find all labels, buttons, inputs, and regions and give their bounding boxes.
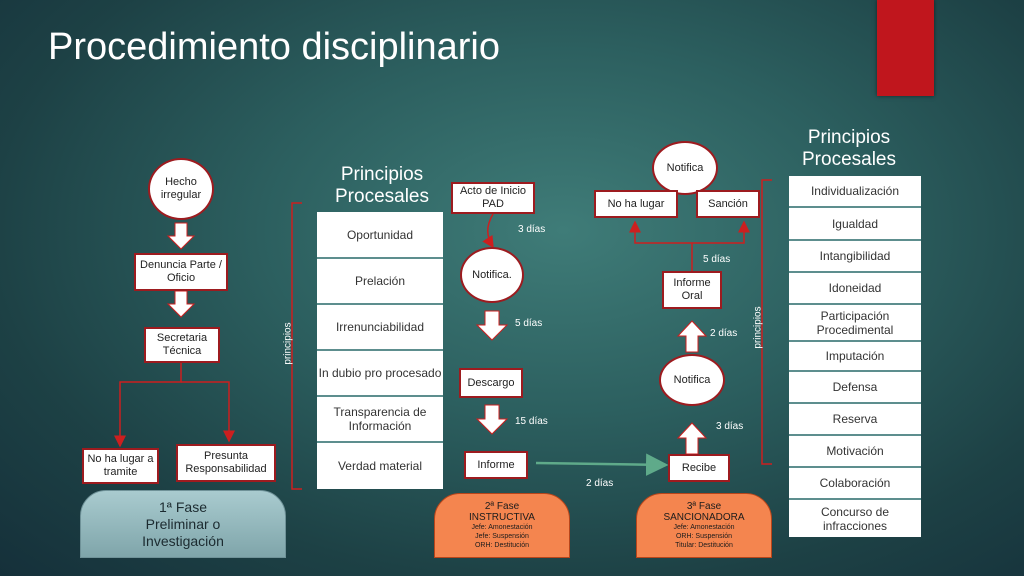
informe-node: Informe: [464, 451, 528, 479]
principio-left-item: Verdad material: [337, 459, 423, 473]
arrow-down-1: [166, 222, 196, 250]
dias-label: 3 días: [716, 421, 744, 432]
dias-label: 5 días: [515, 318, 543, 329]
phase-2-detail-2: Jefe: Suspensión: [475, 533, 529, 540]
recibe-node: Recibe: [668, 454, 730, 482]
phase-2-line1: 2ª Fase: [484, 501, 520, 512]
no-ha-lugar-node: No ha lugar: [594, 190, 678, 218]
principio-right-item: Motivación: [789, 436, 921, 468]
principio-right-item: Participación Procedimental: [789, 305, 921, 342]
no-ha-lugar-tramite-node: No ha lugar a tramite: [82, 448, 159, 484]
arrow-up-1: [676, 422, 708, 455]
principio-right-item: Concurso de infracciones: [820, 504, 890, 533]
arrow-up-2: [676, 320, 708, 353]
dias-label: 2 días: [586, 478, 614, 489]
principio-left-item: Irrenunciabilidad: [317, 305, 443, 351]
notifica-mid-node: Notifica: [659, 354, 725, 406]
sancion-node: Sanción: [696, 190, 760, 218]
principio-right-item: Idoneidad: [789, 273, 921, 305]
phase-3-line1: 3ª Fase: [686, 501, 722, 512]
phase-2-line2: INSTRUCTIVA: [469, 512, 535, 523]
bracket-right: [761, 179, 772, 465]
principio-left-item: Transparencia de Información: [317, 397, 443, 443]
dias-label: 2 días: [710, 328, 738, 339]
secretaria-tecnica-node: Secretaria Técnica: [144, 327, 220, 363]
phase-3-detail-3: Titular: Destitución: [675, 542, 733, 549]
phase-2-detail-1: Jefe: Amonestación: [471, 524, 533, 531]
phase-2-block: 2ª Fase INSTRUCTIVA Jefe: Amonestación J…: [434, 493, 570, 558]
principio-right-item: Defensa: [789, 372, 921, 404]
arrow-down-2: [166, 290, 196, 318]
phase-3-detail-1: Jefe: Amonestación: [673, 524, 735, 531]
phase-1-line1: 1ª Fase: [159, 498, 207, 515]
bracket-left: [291, 202, 302, 490]
informe-oral-node: Informe Oral: [662, 271, 722, 309]
denuncia-node: Denuncia Parte / Oficio: [134, 253, 228, 291]
acto-inicio-pad-node: Acto de Inicio PAD: [451, 182, 535, 214]
arrow-down-4: [475, 404, 509, 435]
principio-left-item: Prelación: [317, 259, 443, 305]
principio-right-item: Colaboración: [789, 468, 921, 500]
principios-left-side-label: principios: [282, 322, 294, 365]
dias-label: 15 días: [515, 416, 548, 427]
phase-3-block: 3ª Fase SANCIONADORA Jefe: Amonestación …: [636, 493, 772, 558]
presunta-responsabilidad-node: Presunta Responsabilidad: [176, 444, 276, 482]
principio-left-item: Oportunidad: [317, 212, 443, 259]
arrow-down-3: [475, 310, 509, 341]
dias-label: 3 días: [518, 224, 546, 235]
principio-left-item: In dubio pro procesado: [317, 351, 443, 397]
principio-right-item: Imputación: [789, 342, 921, 372]
branch-right: [181, 381, 235, 443]
descargo-node: Descargo: [459, 368, 523, 398]
branch-up-right: [692, 220, 750, 244]
phase-3-detail-2: ORH: Suspensión: [675, 533, 733, 540]
branch-left: [114, 363, 182, 448]
dias-label: 5 días: [703, 254, 731, 265]
notifica-top-node: Notifica: [652, 141, 718, 195]
principios-right-table: Individualización Igualdad Intangibilida…: [789, 176, 921, 537]
phase-1-line2: Preliminar o: [145, 515, 221, 532]
principios-left-header: Principios Procesales: [335, 164, 429, 207]
principios-right-header: Principios Procesales: [802, 127, 896, 170]
phase-1-block: 1ª Fase Preliminar o Investigación: [80, 490, 286, 558]
phase-1-line3: Investigación: [142, 532, 224, 549]
page-title: Procedimiento disciplinario: [48, 26, 500, 68]
principio-right-item: Reserva: [789, 404, 921, 436]
arrow-curve-acto: [482, 213, 494, 249]
branch-up-left: [629, 220, 693, 271]
principios-right-side-label: principios: [752, 306, 764, 349]
arrow-green: [535, 453, 669, 476]
principios-left-table: Oportunidad Prelación Irrenunciabilidad …: [317, 212, 443, 489]
principio-right-item: Individualización: [789, 176, 921, 208]
phase-3-line2: SANCIONADORA: [663, 512, 745, 523]
principio-right-item: Igualdad: [789, 208, 921, 241]
hecho-irregular-node: Hecho irregular: [148, 158, 214, 220]
notifica-node: Notifica.: [460, 247, 524, 303]
phase-2-detail-3: ORH: Destitución: [474, 542, 530, 549]
accent-bar: [877, 0, 934, 96]
principio-right-item: Intangibilidad: [789, 241, 921, 273]
